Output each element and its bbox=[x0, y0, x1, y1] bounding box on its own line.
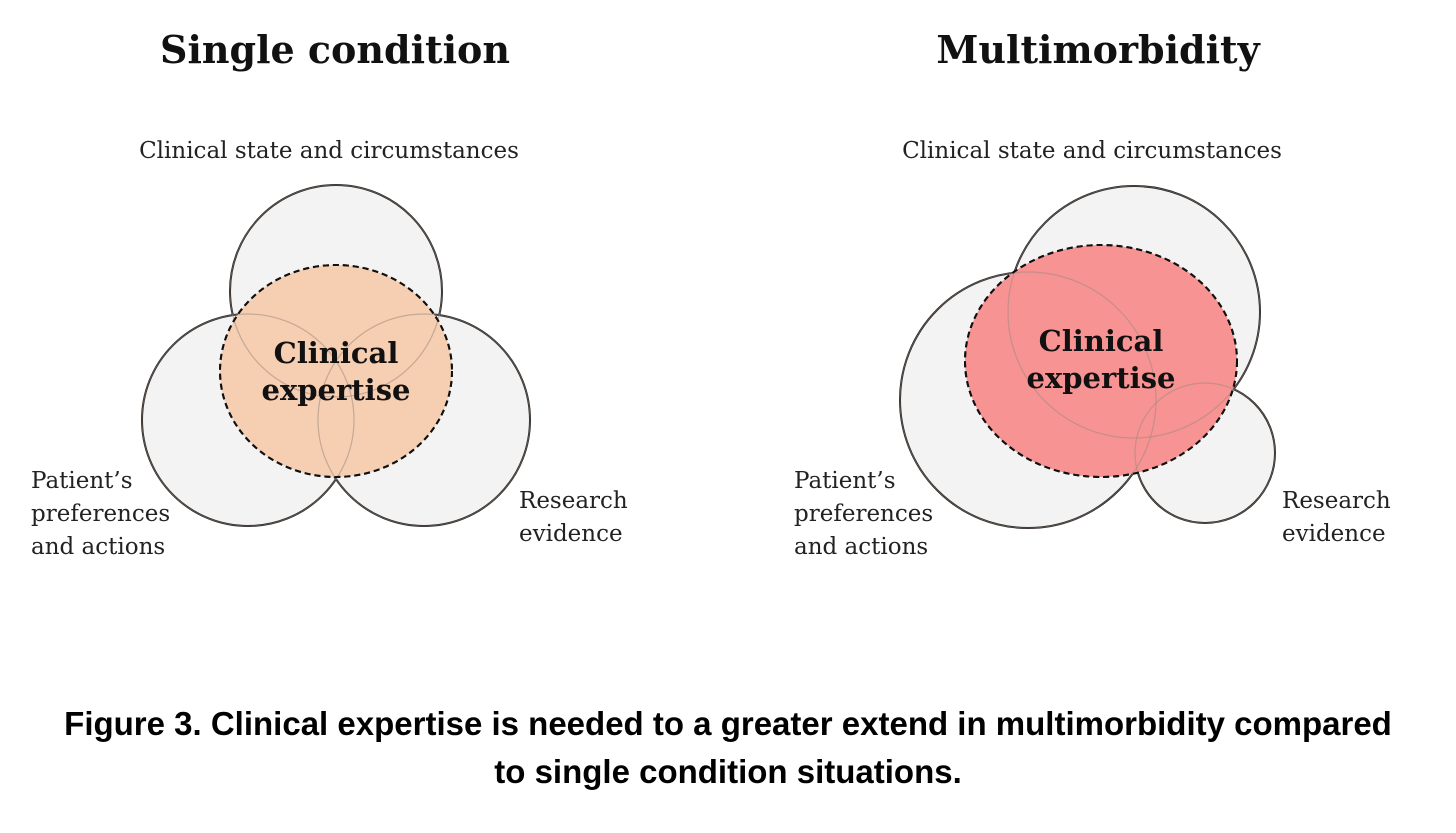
single-patient-label-line2: preferences bbox=[31, 501, 170, 527]
single-patient-label-line3: and actions bbox=[31, 534, 165, 560]
multi-research-label-line1: Research bbox=[1282, 488, 1391, 514]
multi-research-label-line2: evidence bbox=[1282, 521, 1386, 547]
multi-clinical-state-ghost bbox=[1007, 185, 1261, 439]
single-clinical-state-label: Clinical state and circumstances bbox=[139, 138, 519, 164]
single-center-label-line2: expertise bbox=[262, 373, 411, 407]
multi-patient-label-line2: preferences bbox=[794, 501, 933, 527]
multi-center-label-line1: Clinical bbox=[1039, 324, 1164, 358]
caption-line-2: to single condition situations. bbox=[494, 753, 962, 790]
figure-caption: Figure 3. Clinical expertise is needed t… bbox=[20, 700, 1436, 796]
single-condition-panel: Single condition Clinical state and circ… bbox=[31, 27, 628, 560]
multimorbidity-title: Multimorbidity bbox=[936, 27, 1260, 72]
single-research-label-line2: evidence bbox=[519, 521, 623, 547]
multi-patient-label-line1: Patient’s bbox=[794, 468, 896, 494]
multi-research-evidence-ghost bbox=[1134, 382, 1276, 524]
multi-patient-preferences-ghost bbox=[899, 271, 1157, 529]
multi-patient-label-line3: and actions bbox=[794, 534, 928, 560]
single-research-label-line1: Research bbox=[519, 488, 628, 514]
single-research-evidence-ghost bbox=[317, 313, 531, 527]
single-patient-label-line1: Patient’s bbox=[31, 468, 133, 494]
multi-center-label-line2: expertise bbox=[1027, 361, 1176, 395]
single-condition-title: Single condition bbox=[160, 27, 510, 72]
multimorbidity-panel: Multimorbidity Clinical state and circum… bbox=[794, 27, 1391, 560]
single-patient-preferences-ghost bbox=[141, 313, 355, 527]
single-clinical-state-ghost bbox=[229, 184, 443, 398]
single-clinical-expertise-circle bbox=[219, 264, 453, 478]
single-center-label-line1: Clinical bbox=[274, 336, 399, 370]
single-clinical-expertise-border bbox=[219, 264, 453, 478]
caption-line-1: Figure 3. Clinical expertise is needed t… bbox=[64, 705, 1392, 742]
multi-clinical-state-label: Clinical state and circumstances bbox=[902, 138, 1282, 164]
multi-clinical-expertise-border bbox=[964, 244, 1238, 478]
